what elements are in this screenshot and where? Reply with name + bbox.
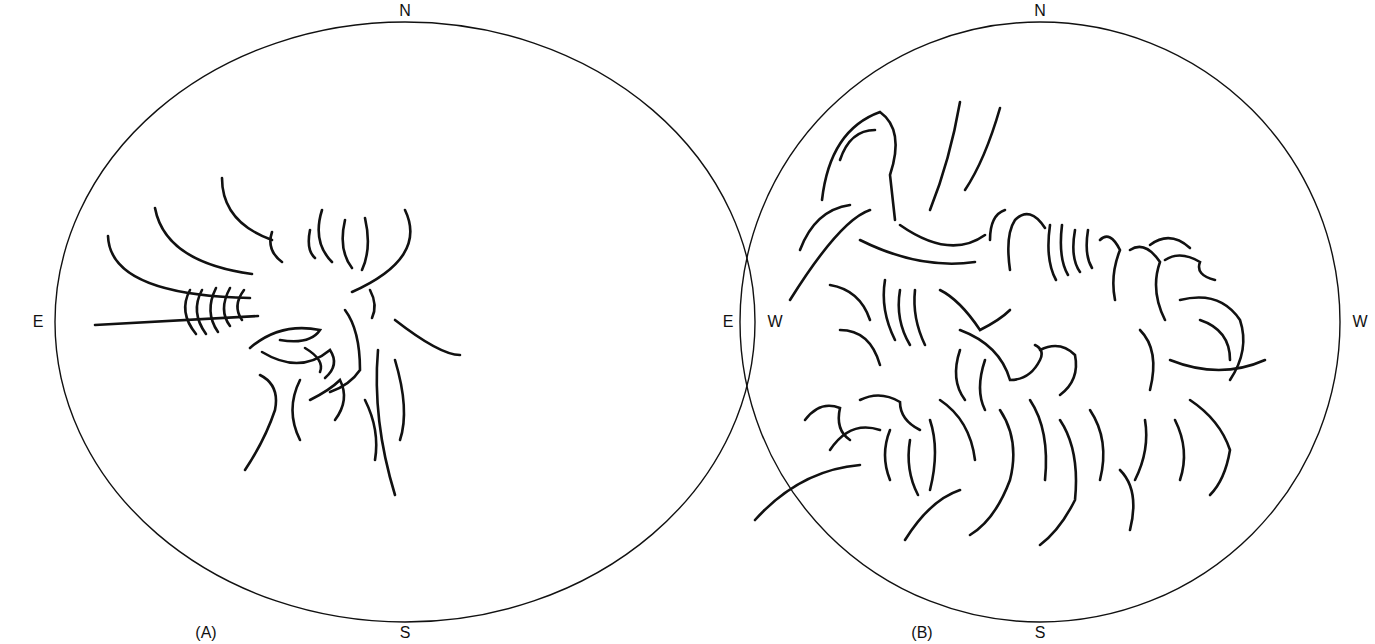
panel-label: (B) [911,625,932,641]
compass-label: S [1035,625,1046,641]
compass-label: N [1034,3,1046,19]
compass-label: N [399,3,411,19]
compass-label: W [1352,314,1367,330]
compass-label: S [400,625,411,641]
arc-sketch-b [755,102,1265,545]
compass-label: W [767,314,782,330]
compass-label: E [33,314,44,330]
panel-label: (A) [195,625,216,641]
compass-label: E [723,314,734,330]
arc-sketch-a [95,178,460,495]
horizon-circles [55,22,1340,622]
